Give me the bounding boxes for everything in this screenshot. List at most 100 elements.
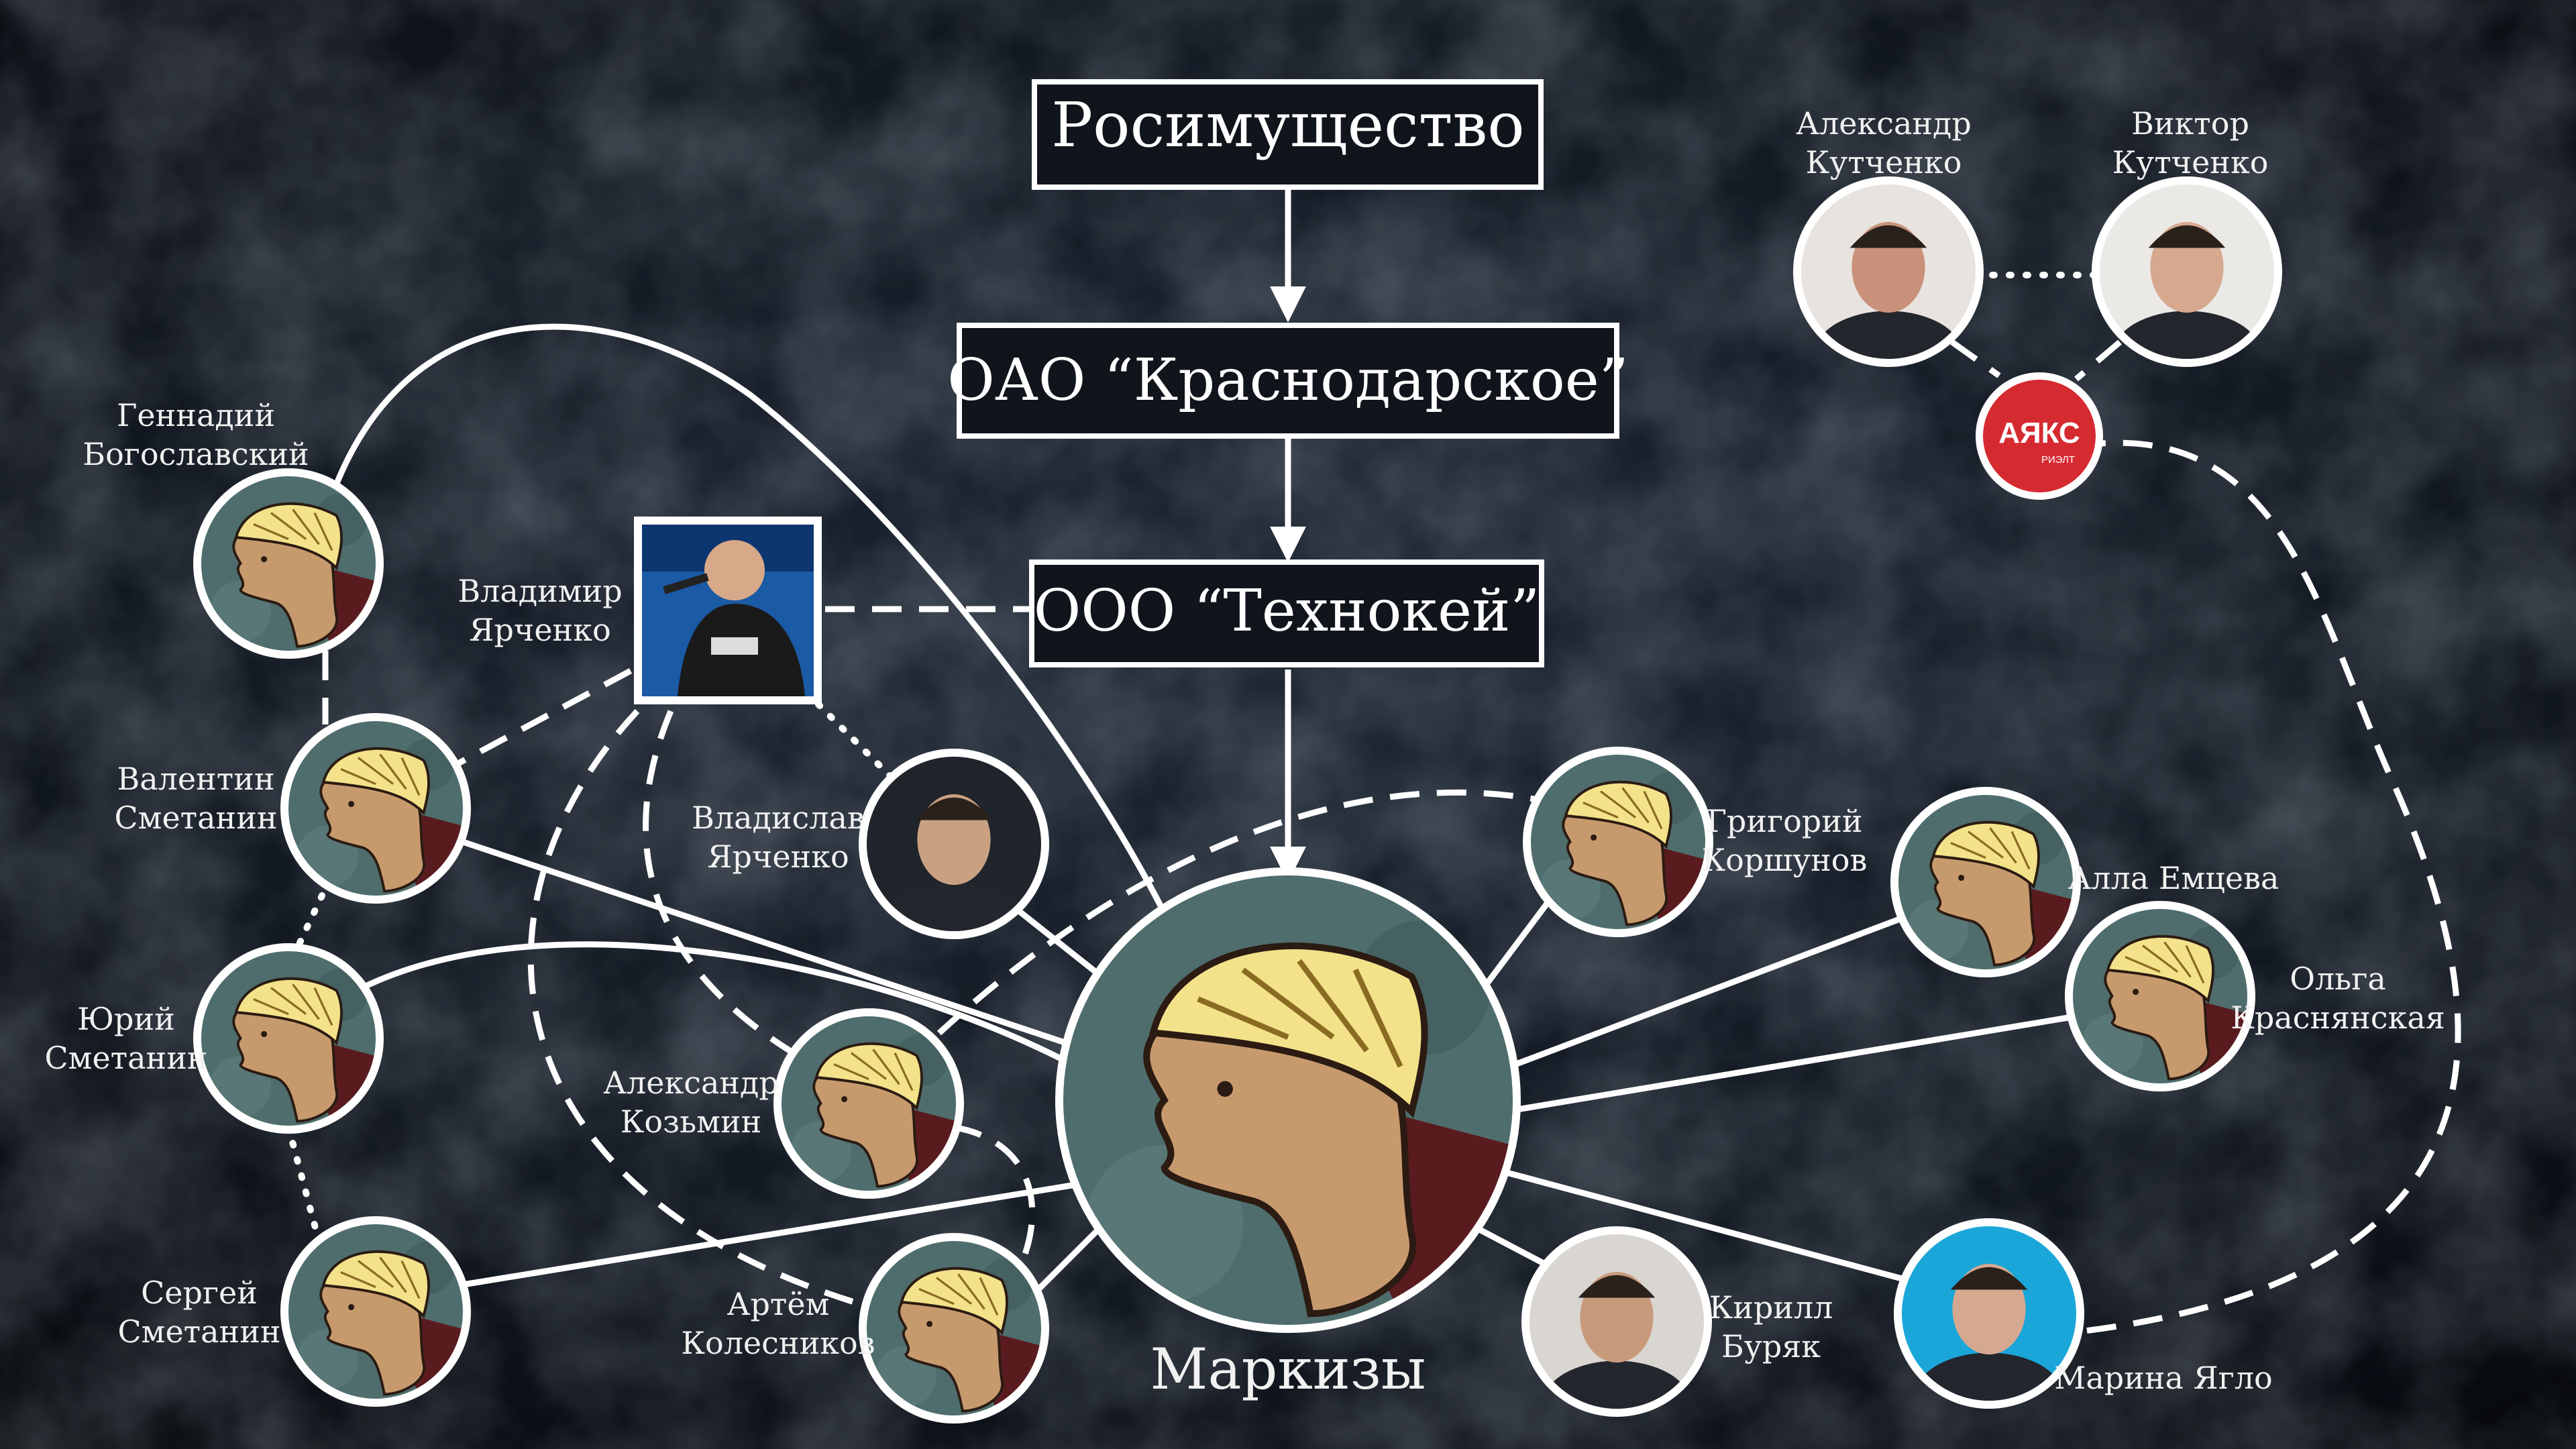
node-sergey-cartoon-avatar (288, 1224, 463, 1399)
node-viktor[interactable] (2092, 176, 2282, 398)
link-vladimir-vladislav (815, 701, 899, 785)
node-kirill-photo-hair (1578, 1275, 1656, 1298)
org-box-rosimushchestvo[interactable]: Росимущество (1032, 79, 1544, 190)
link-olga-central (1512, 1013, 2077, 1114)
node-marina-photo-body (1915, 1352, 2063, 1401)
link-ayaks-marina (2076, 439, 2461, 1335)
link-marina-central (1498, 1167, 1913, 1285)
org-krasnodarskoe-label: ОАО “Краснодарское” (947, 347, 1628, 414)
label-vladislav-1: Владислав (692, 800, 865, 836)
node-valentin-cartoon-avatar (288, 721, 463, 896)
node-viktor-photo-body (2112, 311, 2261, 359)
node-gennadiy[interactable] (193, 468, 384, 659)
node-aleksandr-k-cartoon-avatar (782, 1016, 956, 1191)
node-alla-cartoon-avatar (1898, 795, 2073, 969)
label-yuriy-1: Юрий (77, 1001, 175, 1037)
node-aleksandr-kut-photo-body (1814, 311, 1963, 359)
org-box-krasnodarskoe[interactable]: ОАО “Краснодарское” (947, 323, 1629, 439)
label-grigoriy-1: Григорий (1706, 803, 1862, 839)
node-artem-cartoon-avatar (867, 1241, 1041, 1415)
org-technokey-label: ООО “Технокей” (1034, 578, 1540, 645)
node-marina-photo-hair (1950, 1267, 2028, 1290)
label-aleksandr-k-1: Александр (603, 1065, 779, 1101)
link-vladimir-aleksandr (643, 710, 807, 1063)
node-aleksandr-kut-photo-hair (1849, 225, 1927, 248)
link-aleksandr-grigoriy (936, 789, 1564, 1036)
link-aleksandr-kut-ayaks (1950, 339, 2001, 378)
label-olga-2: Краснянская (2231, 1000, 2445, 1036)
label-vladimir-1: Владимир (458, 573, 622, 609)
label-alla-1: Алла Емцева (2068, 860, 2279, 896)
label-aleksandr-k-2: Козьмин (621, 1104, 762, 1140)
link-sergey-central (462, 1181, 1081, 1288)
label-vladimir-2: Ярченко (469, 612, 610, 648)
central-label: Маркизы (1150, 1336, 1426, 1402)
link-alla-central (1508, 912, 1910, 1070)
node-yuriy[interactable] (193, 943, 384, 1134)
label-kirill-2: Буряк (1721, 1328, 1821, 1364)
link-aleksandr-artem (952, 1124, 1036, 1269)
node-central[interactable] (1055, 867, 1521, 1333)
link-viktor-ayaks (2074, 339, 2122, 382)
node-grigoriy[interactable] (1523, 747, 1713, 937)
link-yuriy-central (364, 941, 1079, 1069)
link-grigoriy-central (1480, 894, 1556, 991)
label-vladislav-2: Ярченко (707, 839, 849, 875)
node-vladislav-photo-hair (915, 797, 993, 820)
ayaks-logo-subtext: РИЭЛТ (2041, 454, 2075, 466)
label-gennadiy-2: Богославский (83, 436, 309, 472)
node-grigoriy-cartoon-avatar (1531, 755, 1705, 929)
vladimir-photo-logo (711, 637, 758, 655)
node-viktor-photo-hair (2148, 225, 2226, 248)
label-yuriy-2: Сметанин (44, 1040, 207, 1076)
node-olga[interactable] (2065, 901, 2255, 1091)
labels: Геннадий Богославский Валентин Сметанин … (44, 105, 2445, 1396)
label-viktor-2: Кутченко (2112, 144, 2269, 180)
node-aleksandr-kut[interactable] (1793, 176, 1984, 398)
node-aleksandr-k[interactable] (773, 1008, 964, 1199)
label-olga-1: Ольга (2290, 961, 2386, 997)
link-artem-central (1030, 1218, 1110, 1297)
node-vladimir[interactable] (634, 517, 822, 704)
nodes (193, 176, 2282, 1448)
label-valentin-1: Валентин (117, 761, 274, 797)
label-artem-2: Колесников (681, 1325, 875, 1361)
label-marina-1: Марина Ягло (2054, 1360, 2273, 1396)
microphone-icon (663, 573, 709, 594)
link-yuriy-sergey (285, 1124, 319, 1231)
link-vladimir-artem (527, 708, 900, 1318)
node-kirill-photo-body (1542, 1360, 1691, 1409)
org-rosimushchestvo-label: Росимущество (1051, 89, 1524, 161)
vladimir-photo-head (704, 540, 765, 600)
ayaks-logo[interactable]: АЯКС РИЭЛТ (1976, 372, 2103, 500)
node-sergey[interactable] (280, 1216, 471, 1407)
link-vladimir-valentin (447, 668, 633, 771)
label-viktor-1: Виктор (2131, 105, 2249, 142)
node-vladislav-photo-body (879, 883, 1028, 931)
node-central-cartoon-avatar (1063, 875, 1513, 1325)
org-box-technokey[interactable]: ООО “Технокей” (1029, 559, 1544, 667)
link-valentin-central (462, 839, 1078, 1050)
label-valentin-2: Сметанин (114, 800, 277, 836)
node-yuriy-cartoon-avatar (201, 951, 376, 1126)
node-valentin[interactable] (280, 713, 471, 904)
node-alla[interactable] (1890, 787, 2081, 977)
node-olga-cartoon-avatar (2073, 909, 2247, 1083)
ayaks-logo-text: АЯКС (1998, 417, 2080, 449)
node-vladislav[interactable] (859, 749, 1049, 971)
dotted-connections (285, 272, 2103, 1231)
label-aleksandr-kut-2: Кутченко (1806, 144, 1962, 180)
label-kirill-1: Кирилл (1709, 1289, 1833, 1326)
label-aleksandr-kut-1: Александр (1796, 105, 1972, 142)
label-grigoriy-2: Коршунов (1702, 842, 1868, 878)
node-artem[interactable] (859, 1233, 1049, 1424)
node-gennadiy-cartoon-avatar (201, 476, 376, 651)
node-kirill[interactable] (1521, 1226, 1712, 1448)
label-artem-1: Артём (727, 1286, 830, 1322)
label-sergey-1: Сергей (141, 1275, 258, 1311)
label-gennadiy-1: Геннадий (117, 397, 275, 433)
dashed-connections (322, 339, 2461, 1335)
node-marina[interactable] (1894, 1218, 2084, 1440)
